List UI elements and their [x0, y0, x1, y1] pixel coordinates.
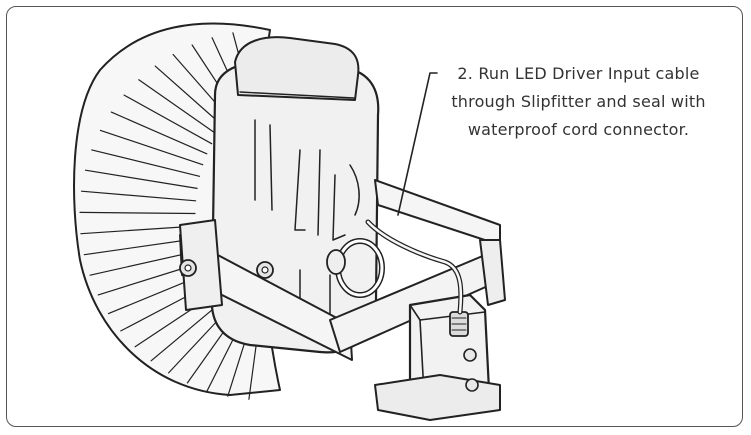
- fin: [123, 94, 213, 145]
- fin: [91, 149, 201, 177]
- yoke-right-arm: [479, 239, 506, 306]
- fin: [154, 65, 225, 128]
- fin: [80, 190, 197, 202]
- set-screw-bottom: [465, 378, 479, 392]
- fin: [84, 169, 198, 189]
- fin: [99, 129, 204, 166]
- slipfitter-base: [374, 374, 501, 421]
- callout-leader: [397, 72, 438, 216]
- yoke-side-left: [179, 234, 353, 361]
- set-screw-top: [463, 348, 477, 362]
- yoke-arm-back: [374, 179, 501, 246]
- fin: [83, 238, 198, 256]
- fin: [79, 211, 196, 215]
- fin: [138, 79, 218, 136]
- fin: [80, 225, 196, 235]
- callout-line-1: 2. Run LED Driver Input cable: [457, 64, 700, 83]
- housing-top-cap: [234, 36, 360, 101]
- cooling-fins: [79, 32, 260, 400]
- callout-line-2: through Slipfitter and seal with: [451, 92, 706, 111]
- callout-line-3: waterproof cord connector.: [467, 120, 690, 139]
- side-plate: [179, 219, 223, 311]
- housing-cap-line: [239, 91, 355, 99]
- fin: [150, 301, 223, 362]
- installation-callout: 2. Run LED Driver Input cable through Sl…: [406, 60, 751, 144]
- fin: [110, 111, 208, 155]
